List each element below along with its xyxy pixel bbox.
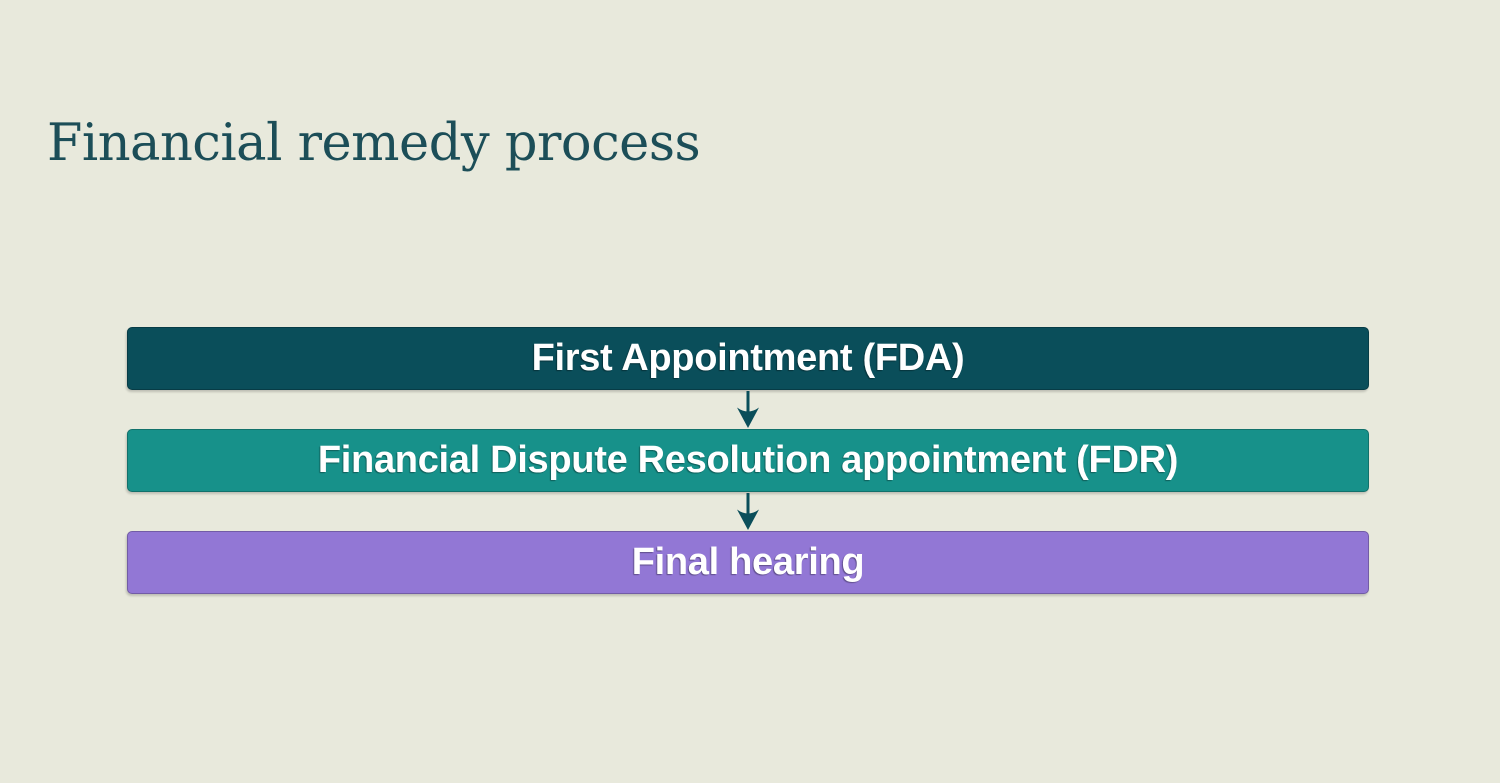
arrow-down-icon (737, 493, 759, 530)
arrow-row (127, 390, 1369, 429)
step-first-appointment-label: First Appointment (FDA) (531, 337, 965, 379)
arrow-down-icon (737, 391, 759, 428)
step-final-hearing: Final hearing (127, 531, 1369, 594)
process-flowchart: First Appointment (FDA) Financial Disput… (127, 327, 1369, 594)
step-fdr-appointment: Financial Dispute Resolution appointment… (127, 429, 1369, 492)
step-final-hearing-label: Final hearing (631, 541, 865, 583)
page-title: Financial remedy process (47, 114, 701, 173)
step-first-appointment: First Appointment (FDA) (127, 327, 1369, 390)
step-fdr-appointment-label: Financial Dispute Resolution appointment… (317, 439, 1179, 481)
arrow-row (127, 492, 1369, 531)
